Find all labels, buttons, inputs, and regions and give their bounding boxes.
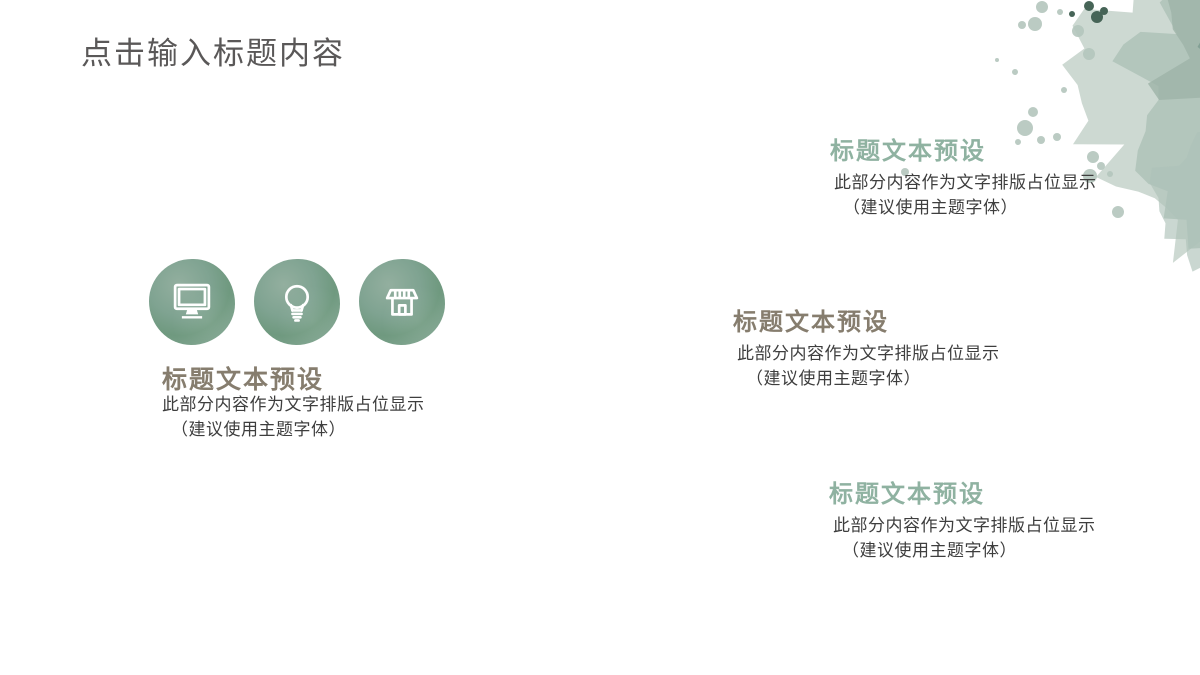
callout-middle-line2: （建议使用主题字体）: [746, 369, 921, 388]
left-body-line1: 此部分内容作为文字排版占位显示: [162, 395, 425, 414]
callout-middle: 标题文本预设 此部分内容作为文字排版占位显示 （建议使用主题字体）: [733, 308, 1000, 391]
watercolor-circle-lightbulb: [254, 259, 340, 345]
callout-top-line1: 此部分内容作为文字排版占位显示: [834, 173, 1097, 192]
callout-top-line2: （建议使用主题字体）: [843, 198, 1018, 217]
callout-bottom: 标题文本预设 此部分内容作为文字排版占位显示 （建议使用主题字体）: [829, 480, 1096, 563]
left-block-heading: 标题文本预设: [162, 366, 325, 394]
left-block-body: 此部分内容作为文字排版占位显示 （建议使用主题字体）: [162, 392, 425, 442]
callout-top: 标题文本预设 此部分内容作为文字排版占位显示 （建议使用主题字体）: [830, 137, 1097, 220]
callout-top-heading: 标题文本预设: [830, 138, 986, 165]
callout-middle-heading: 标题文本预设: [733, 309, 889, 336]
callout-bottom-heading: 标题文本预设: [829, 481, 985, 508]
left-body-line2: （建议使用主题字体）: [171, 420, 346, 439]
icon-row: [149, 259, 445, 345]
callout-bottom-line2: （建议使用主题字体）: [842, 541, 1017, 560]
watercolor-circle-store: [359, 259, 445, 345]
watercolor-circle-monitor: [149, 259, 235, 345]
callout-middle-line1: 此部分内容作为文字排版占位显示: [737, 344, 1000, 363]
store-icon: [385, 288, 419, 316]
watercolor-splash-top-right: [901, 0, 1200, 272]
page-title: 点击输入标题内容: [81, 36, 345, 71]
monitor-icon: [173, 283, 211, 319]
lightbulb-icon: [284, 284, 310, 322]
callout-bottom-line1: 此部分内容作为文字排版占位显示: [833, 516, 1096, 535]
